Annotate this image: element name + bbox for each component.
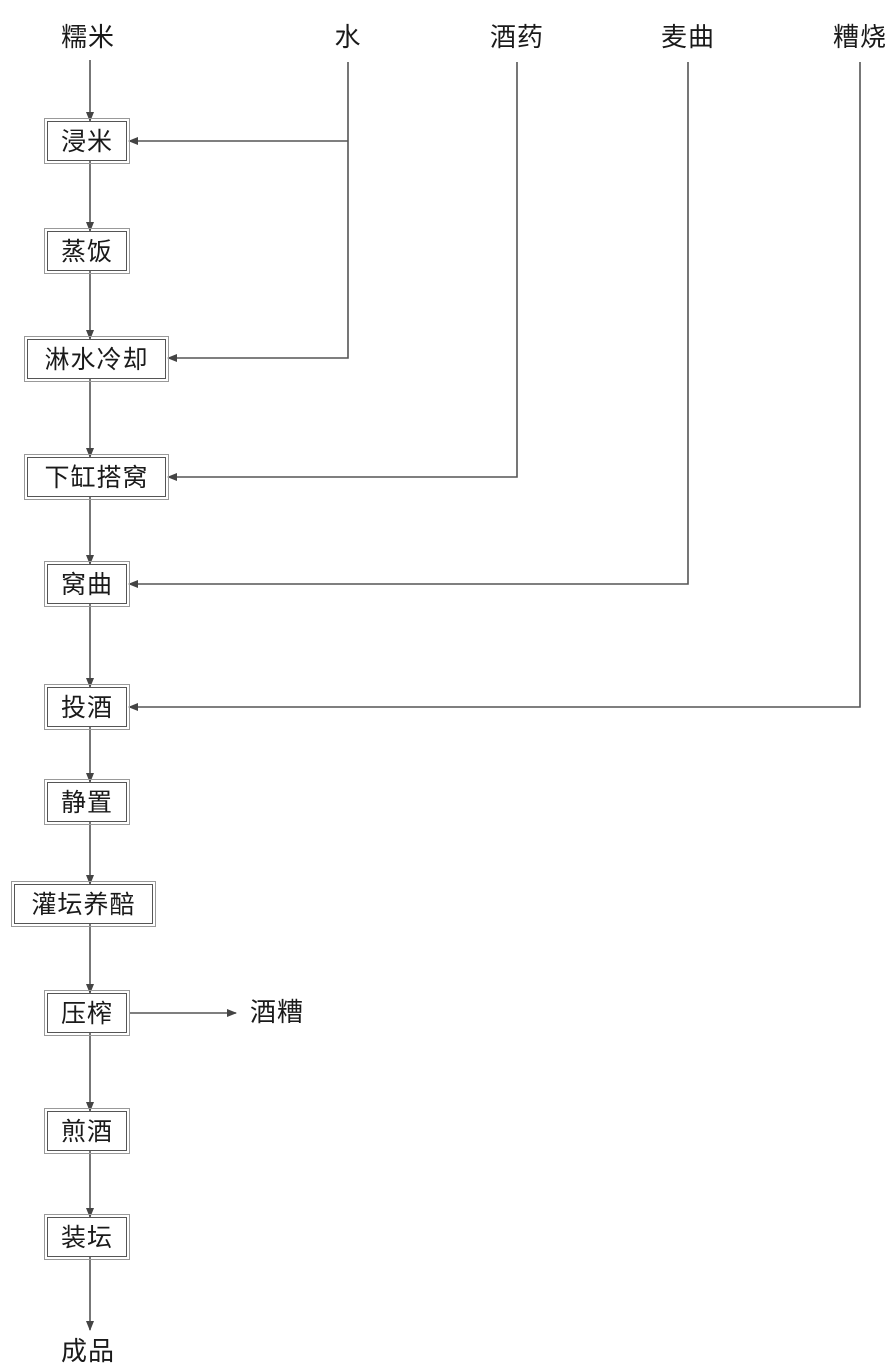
input-water: 水 (334, 23, 362, 53)
step-steam-rice: 蒸饭 (44, 228, 130, 274)
step-jar-fermentation: 灌坛养醅 (11, 881, 156, 927)
input-wine-medicine: 酒药 (489, 23, 545, 53)
step-press: 压榨 (44, 990, 130, 1036)
koji-to-nest-arrow (128, 62, 689, 588)
water-to-cooling-arrow (167, 62, 349, 362)
step-fill-jar: 装坛 (44, 1214, 130, 1260)
step-nest-koji: 窝曲 (44, 561, 130, 607)
byproduct-lees: 酒糟 (250, 998, 305, 1028)
step-water-cooling: 淋水冷却 (24, 336, 169, 382)
input-zao-shao: 糟烧 (832, 23, 888, 53)
step-vat-nest: 下缸搭窝 (24, 454, 169, 500)
step-boil-wine: 煎酒 (44, 1108, 130, 1154)
zaoshao-to-liquor-arrow (128, 62, 861, 711)
input-glutinous-rice: 糯米 (60, 23, 116, 53)
output-finished-product: 成品 (60, 1337, 116, 1367)
medicine-to-vat-arrow (167, 62, 518, 481)
step-soak-rice: 浸米 (44, 118, 130, 164)
input-wheat-koji: 麦曲 (660, 23, 716, 53)
step-add-liquor: 投酒 (44, 684, 130, 730)
step-rest: 静置 (44, 779, 130, 825)
